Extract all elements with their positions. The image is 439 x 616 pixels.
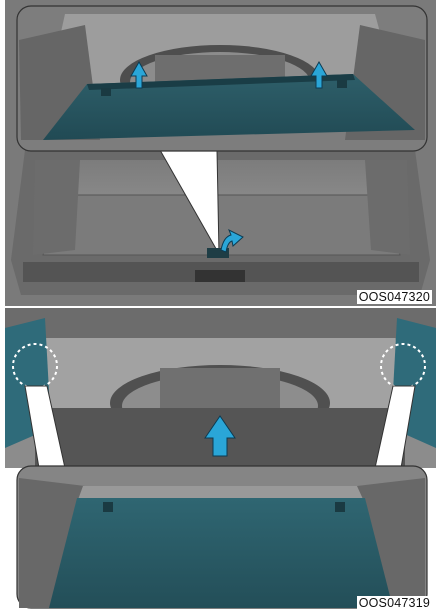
figure-code: OOS047319 [357,596,432,610]
figure-trunk-floor-raise: OOS047320 [5,0,436,306]
figure-trunk-floor-remove: OOS047319 [5,308,436,612]
trunk-illustration-2 [5,308,436,612]
figure-code: OOS047320 [357,290,432,304]
trunk-illustration-1 [5,0,436,306]
